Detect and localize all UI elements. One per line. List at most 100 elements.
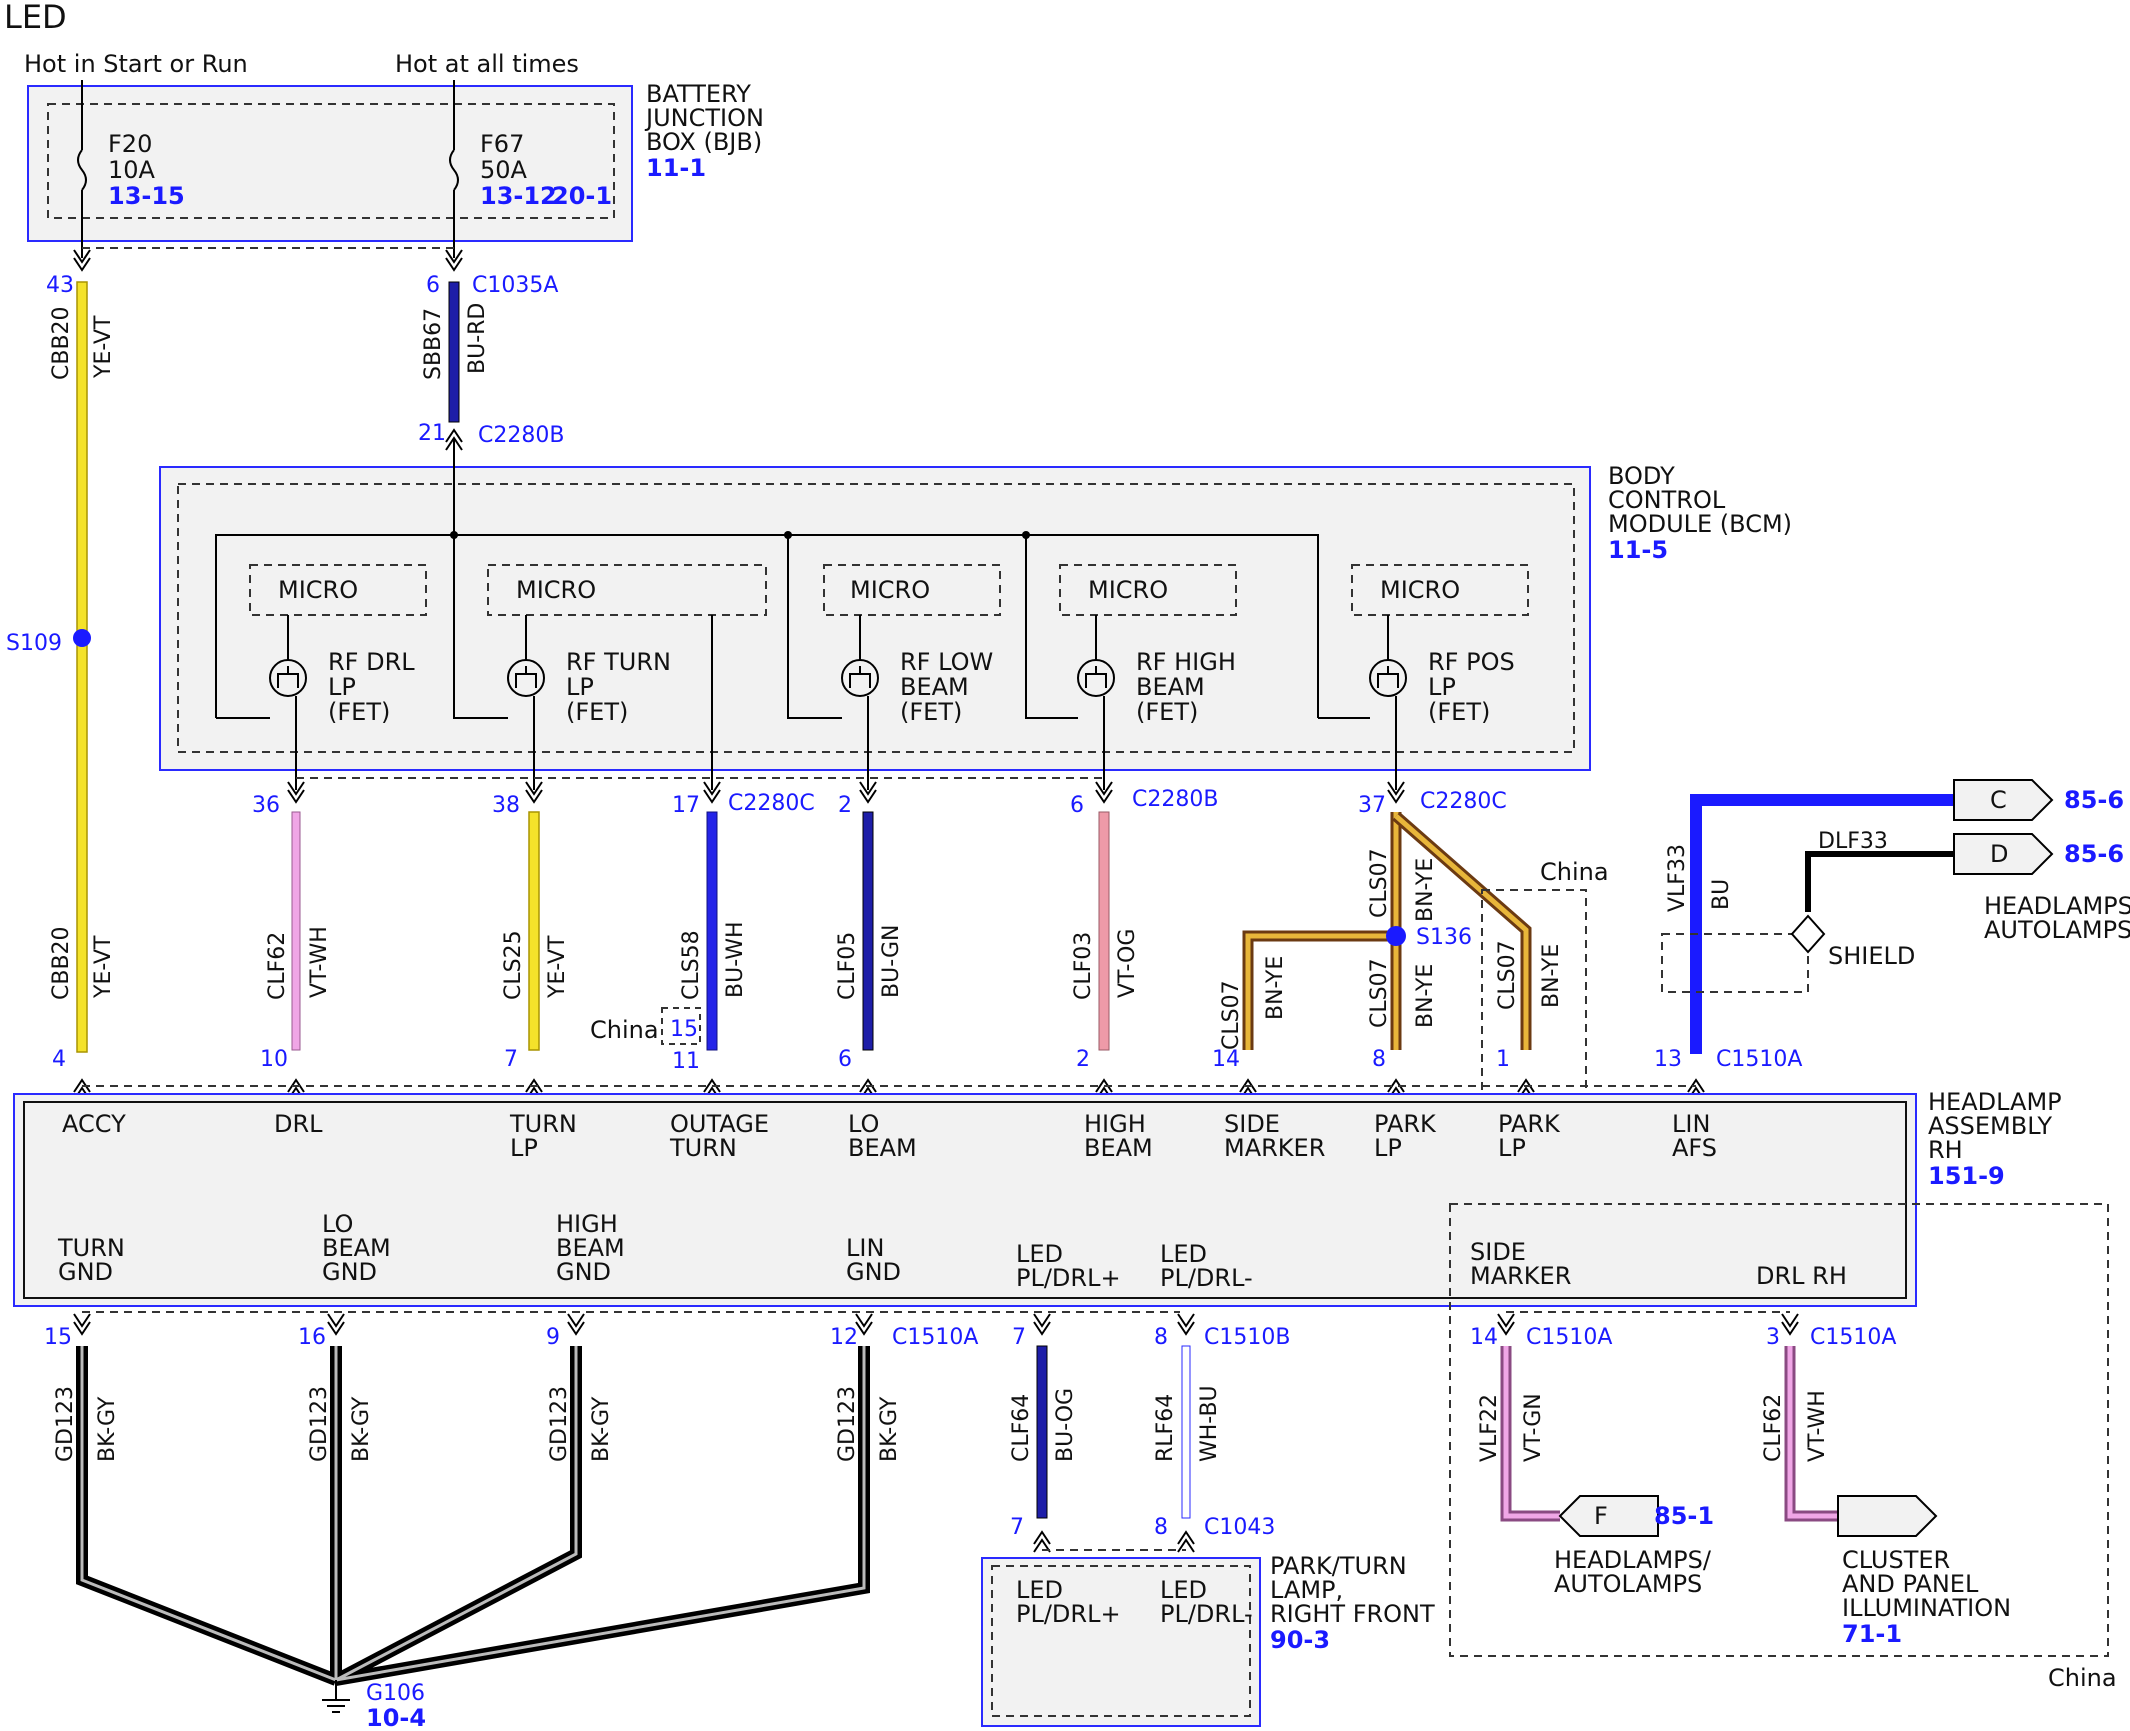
shield-label: SHIELD	[1828, 942, 1915, 970]
wire-clf62[interactable]: 36 CLF62 VT-WH 10	[252, 793, 332, 1072]
bjb-name-1: BATTERY	[646, 80, 751, 108]
bcm-ref[interactable]: 11-5	[1608, 536, 1668, 564]
wire-clf62-china[interactable]: 3 C1510A CLF62 VT-WH CLUSTER AND PANEL I…	[1761, 1325, 2011, 1648]
fuse-f20-rating: 10A	[108, 156, 156, 184]
connector-arrow-icon	[567, 1313, 585, 1336]
wire-color: VT-WH	[307, 926, 332, 998]
wire-cls07[interactable]: S136 37 C2280C CLS07 BN-YE CLS07 BN-YE 1…	[1212, 789, 1609, 1181]
fuse-f67-ref2[interactable]: 20-1	[552, 182, 612, 210]
connector-arrow-icon	[1095, 781, 1113, 804]
wire-vlf22[interactable]: 14 C1510A VLF22 VT-GN F 85-1 HEADLAMPS/ …	[1470, 1325, 1714, 1598]
hpin: 1	[1496, 1047, 1510, 1072]
fet-label-1: RF DRL	[328, 648, 415, 676]
pin-ledplus-1: LED	[1016, 1240, 1063, 1268]
pin-accy: ACCY	[62, 1110, 126, 1138]
cw-ref[interactable]: 85-1	[1654, 1502, 1714, 1530]
wire-cls58[interactable]: 17 C2280C CLS58 BU-WH China 15 11	[590, 791, 815, 1074]
fuse-f20-ref[interactable]: 13-15	[108, 182, 185, 210]
cw-circuit: CLF62	[1761, 1394, 1786, 1462]
ground-icon	[322, 1680, 350, 1713]
wire-color: VT-OG	[1115, 929, 1140, 998]
hpin-4: 4	[52, 1047, 66, 1072]
pin-side-1: SIDE	[1224, 1110, 1280, 1138]
connector-arrow-icon	[525, 781, 543, 804]
pin-lobeam-2: BEAM	[848, 1134, 917, 1162]
led-pin: 8	[1154, 1325, 1168, 1350]
wire-rlf64[interactable]: 8 C1510B RLF64 WH-BU 8 C1043	[1153, 1325, 1290, 1540]
wire-clf03[interactable]: 6 C2280B CLF03 VT-OG 2	[1070, 787, 1218, 1072]
pin-43: 43	[46, 273, 74, 298]
splice-s109: S109	[6, 631, 62, 656]
wire-cbb20[interactable]: 43 CBB20 YE-VT S109 CBB20 YE-VT 4	[6, 273, 116, 1072]
hpin: 7	[504, 1047, 518, 1072]
pt-pin-1b: PL/DRL+	[1016, 1600, 1121, 1628]
bjb-name-3: BOX (BJB)	[646, 128, 762, 156]
pin-park-2: LP	[1374, 1134, 1402, 1162]
led-color: WH-BU	[1197, 1385, 1222, 1462]
china-tag: China	[590, 1016, 659, 1044]
china-tag: China	[1540, 858, 1609, 886]
gnd-pin: 15	[44, 1325, 72, 1350]
fuse-f67-ref[interactable]: 13-12	[480, 182, 557, 210]
wire-vlf33[interactable]: VLF33 BU 13 C1510A	[1654, 794, 1954, 1072]
splice-s136: S136	[1416, 925, 1472, 950]
gnd-color: BK-GY	[877, 1396, 902, 1462]
pin-lobeam-1: LO	[848, 1110, 879, 1138]
headlamp-name-1: HEADLAMP	[1928, 1088, 2062, 1116]
ext-ref[interactable]: 85-6	[2064, 840, 2124, 868]
led-color: BU-OG	[1053, 1388, 1078, 1462]
wire-sbb67[interactable]: 6 C1035A SBB67 BU-RD 21 C2280B	[418, 273, 564, 451]
wire-clf64[interactable]: 7 CLF64 BU-OG 7	[1009, 1325, 1078, 1540]
cw-pin: 14	[1470, 1325, 1498, 1350]
wire-circuit: CLF03	[1071, 932, 1096, 1000]
connector-arrow-icon	[73, 249, 91, 272]
ground-wires[interactable]: 15 GD123 BK-GY 16 GD123 BK-GY 9 GD123 BK…	[44, 1325, 978, 1731]
bjb-ref[interactable]: 11-1	[646, 154, 706, 182]
pin-6-c1035a: 6	[426, 273, 440, 298]
hpin: 2	[1076, 1047, 1090, 1072]
cls07-c-circuit: CLS07	[1495, 940, 1520, 1010]
fet-label-3: (FET)	[1428, 698, 1490, 726]
micro-label: MICRO	[1088, 576, 1168, 604]
headlamp-name-2: ASSEMBLY	[1928, 1112, 2052, 1140]
shield-icon	[1790, 914, 1826, 954]
cls07-b-color: BN-YE	[1413, 964, 1438, 1028]
cls07-c-color: BN-YE	[1539, 944, 1564, 1008]
pin-outage-2: TURN	[669, 1134, 737, 1162]
pin-21: 21	[418, 421, 446, 446]
conn-c1035a: C1035A	[472, 273, 558, 298]
wire-circuit: DLF33	[1818, 829, 1888, 854]
headlamp-ref[interactable]: 151-9	[1928, 1162, 2005, 1190]
hpin: 6	[838, 1047, 852, 1072]
connector-arrow-icon	[287, 781, 305, 804]
pin-lingnd-2: GND	[846, 1258, 901, 1286]
connector-arrow-icon	[1497, 1313, 1515, 1336]
pin-higngnd-2: BEAM	[556, 1234, 625, 1262]
cw-ref[interactable]: 71-1	[1842, 1620, 1902, 1648]
pin-logn-2: BEAM	[322, 1234, 391, 1262]
connector-arrow-icon	[1387, 781, 1405, 804]
hpin: 8	[1372, 1047, 1386, 1072]
pin-36: 36	[252, 793, 280, 818]
ext-connector-c[interactable]: C 85-6	[1953, 779, 2124, 821]
g106-ref[interactable]: 10-4	[366, 1704, 426, 1731]
fet-label-3: (FET)	[900, 698, 962, 726]
fet-label-3: (FET)	[328, 698, 390, 726]
hpin: 10	[260, 1047, 288, 1072]
headlamp-name-3: RH	[1928, 1136, 1963, 1164]
wire-dlf33[interactable]: DLF33 SHIELD	[1661, 829, 1954, 993]
wire-cls25[interactable]: 38 CLS25 YE-VT 7	[492, 793, 570, 1072]
wire-clf05[interactable]: 2 CLF05 BU-GN 6	[835, 793, 904, 1072]
power-label-start-run: Hot in Start or Run	[24, 50, 248, 78]
gnd-circuit: GD123	[547, 1386, 572, 1462]
bcm-name-2: CONTROL	[1608, 486, 1726, 514]
fet-label-1: RF LOW	[900, 648, 993, 676]
ext-connector-d[interactable]: D 85-6 HEADLAMPS/ AUTOLAMPS	[1953, 833, 2130, 944]
ext-ref[interactable]: 85-6	[2064, 786, 2124, 814]
cw-label-1: CLUSTER	[1842, 1546, 1950, 1574]
pin-sidemarker-1: SIDE	[1470, 1238, 1526, 1266]
wire-cbb20-color-lower: YE-VT	[91, 935, 116, 999]
pt-ref[interactable]: 90-3	[1270, 1626, 1330, 1654]
connector-arrow-icon	[73, 1313, 91, 1336]
